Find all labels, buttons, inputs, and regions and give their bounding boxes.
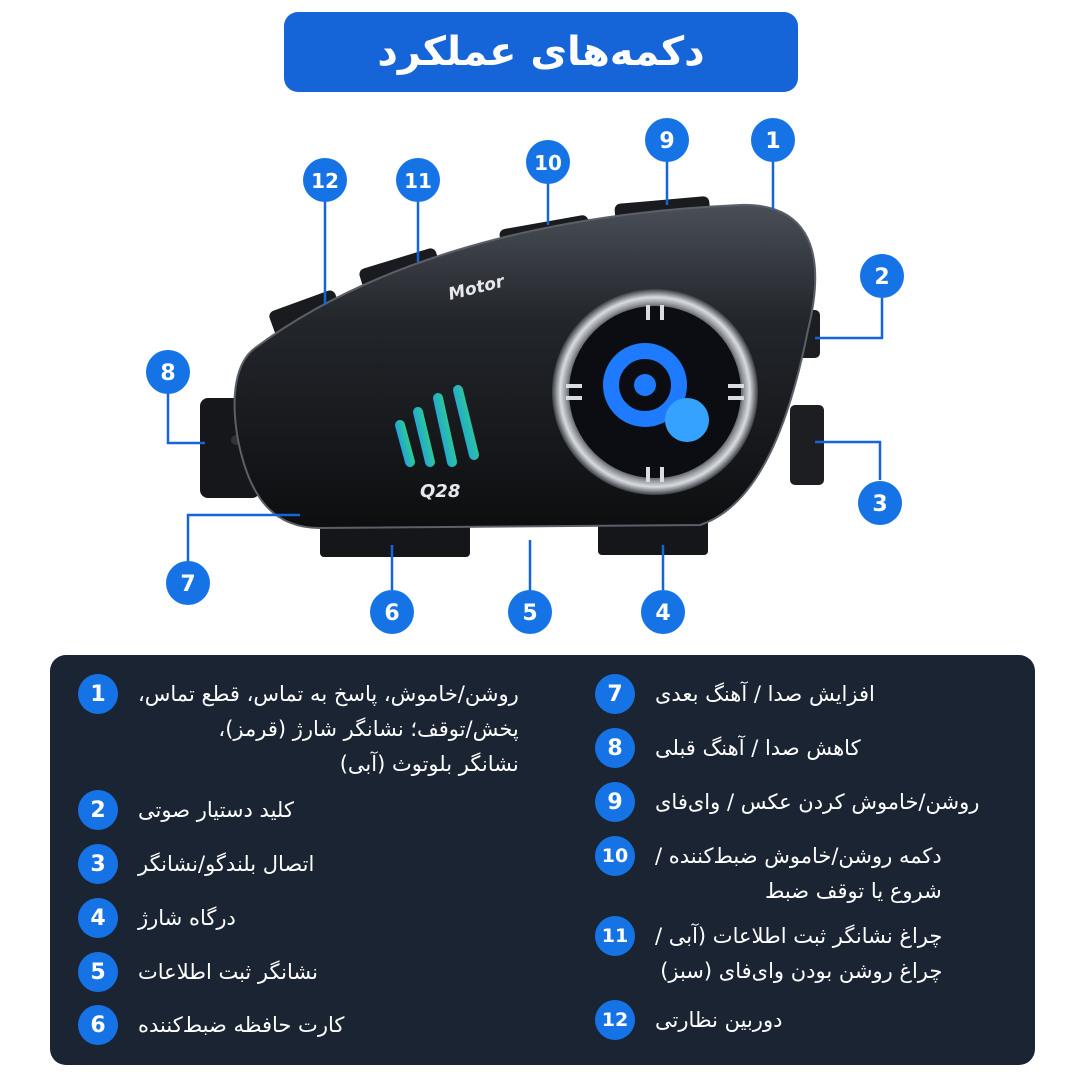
legend-item-8: 8 کاهش صدا / آهنگ قبلی bbox=[595, 728, 1025, 768]
legend-line: کاهش صدا / آهنگ قبلی bbox=[655, 736, 861, 760]
legend-item-6: 6 کارت حافظه ضبط‌کننده bbox=[78, 1005, 550, 1045]
callout-number-7: 7 bbox=[180, 572, 195, 597]
legend-badge-3: 3 bbox=[78, 844, 118, 884]
legend-badge-10: 10 bbox=[595, 836, 635, 876]
legend-item-10: 10 دکمه روشن/خاموش ضبط‌کننده / شروع یا توق… bbox=[595, 836, 1025, 909]
legend-item-1: 1 روشن/خاموش، پاسخ به تماس، قطع تماس، پخش/… bbox=[78, 674, 550, 782]
legend-line: پخش/توقف؛ نشانگر شارژ (قرمز)، bbox=[218, 717, 519, 741]
callout-number-6: 6 bbox=[384, 601, 399, 626]
callout-number-12: 12 bbox=[311, 169, 339, 193]
legend-badge-4: 4 bbox=[78, 898, 118, 938]
callout-circle-1 bbox=[751, 118, 795, 162]
legend-line: چراغ نشانگر ثبت اطلاعات (آبی / bbox=[655, 924, 943, 948]
callout-number-1: 1 bbox=[765, 129, 780, 154]
legend-text-2: کلید دستیار صوتی bbox=[138, 793, 294, 828]
legend-badge-1: 1 bbox=[78, 674, 118, 714]
legend-item-4: 4 درگاه شارژ bbox=[78, 898, 550, 938]
callout-number-9: 9 bbox=[659, 129, 674, 154]
legend-line: اتصال بلندگو/نشانگر bbox=[138, 852, 315, 876]
legend-item-7: 7 افزایش صدا / آهنگ بعدی bbox=[595, 674, 1025, 714]
legend-text-6: کارت حافظه ضبط‌کننده bbox=[138, 1008, 344, 1043]
legend-badge-12: 12 bbox=[595, 1000, 635, 1040]
leader-lines bbox=[166, 160, 884, 590]
legend-line: افزایش صدا / آهنگ بعدی bbox=[655, 682, 875, 706]
callout-circle-4 bbox=[641, 590, 685, 634]
callout-circle-6 bbox=[370, 590, 414, 634]
callout-number-8: 8 bbox=[160, 361, 175, 386]
legend-panel: 1 روشن/خاموش، پاسخ به تماس، قطع تماس، پخش/… bbox=[50, 655, 1035, 1065]
legend-text-7: افزایش صدا / آهنگ بعدی bbox=[655, 677, 875, 712]
legend-line: کارت حافظه ضبط‌کننده bbox=[138, 1013, 345, 1037]
legend-badge-9: 9 bbox=[595, 782, 635, 822]
callout-circle-10 bbox=[526, 140, 570, 184]
ring-markers bbox=[566, 305, 744, 482]
callout-circle-8 bbox=[146, 350, 190, 394]
speaker-connector bbox=[790, 405, 824, 485]
legend-text-10: دکمه روشن/خاموش ضبط‌کننده / شروع یا توقف … bbox=[655, 839, 942, 909]
legend-badge-8: 8 bbox=[595, 728, 635, 768]
callout-circle-12 bbox=[303, 158, 347, 202]
callout-circle-3 bbox=[858, 481, 902, 525]
callout-circle-7 bbox=[166, 561, 210, 605]
legend-badge-7: 7 bbox=[595, 674, 635, 714]
legend-badge-6: 6 bbox=[78, 1005, 118, 1045]
legend-item-5: 5 نشانگر ثبت اطلاعات bbox=[78, 952, 550, 992]
legend-badge-11: 11 bbox=[595, 916, 635, 956]
legend-item-11: 11 چراغ نشانگر ثبت اطلاعات (آبی / چراغ روش… bbox=[595, 916, 1025, 989]
callout-number-5: 5 bbox=[522, 601, 537, 626]
legend-line: چراغ روشن بودن وای‌فای (سبز) bbox=[660, 959, 943, 983]
legend-text-12: دوربین نظارتی bbox=[655, 1003, 782, 1038]
legend-item-3: 3 اتصال بلندگو/نشانگر bbox=[78, 844, 550, 884]
legend-text-5: نشانگر ثبت اطلاعات bbox=[138, 955, 318, 990]
legend-line: دوربین نظارتی bbox=[655, 1008, 783, 1032]
legend-item-2: 2 کلید دستیار صوتی bbox=[78, 790, 550, 830]
legend-item-9: 9 روشن/خاموش کردن عکس / وای‌فای bbox=[595, 782, 1025, 822]
legend-line: دکمه روشن/خاموش ضبط‌کننده / bbox=[655, 844, 942, 868]
legend-line: روشن/خاموش کردن عکس / وای‌فای bbox=[655, 790, 980, 814]
legend-text-8: کاهش صدا / آهنگ قبلی bbox=[655, 731, 861, 766]
legend-line: نشانگر بلوتوث (آبی) bbox=[339, 752, 519, 776]
legend-line: کلید دستیار صوتی bbox=[138, 798, 294, 822]
legend-item-12: 12 دوربین نظارتی bbox=[595, 1000, 1025, 1040]
legend-line: درگاه شارژ bbox=[138, 906, 236, 930]
callout-number-10: 10 bbox=[534, 151, 562, 175]
legend-line: شروع یا توقف ضبط bbox=[765, 879, 942, 903]
callout-circle-2 bbox=[860, 254, 904, 298]
legend-text-11: چراغ نشانگر ثبت اطلاعات (آبی / چراغ روشن … bbox=[655, 919, 942, 989]
legend-text-4: درگاه شارژ bbox=[138, 901, 236, 936]
callout-number-2: 2 bbox=[874, 265, 889, 290]
legend-text-3: اتصال بلندگو/نشانگر bbox=[138, 847, 314, 882]
status-light-bars bbox=[395, 385, 479, 467]
legend-badge-5: 5 bbox=[78, 952, 118, 992]
callout-circle-11 bbox=[396, 158, 440, 202]
callout-circle-9 bbox=[645, 118, 689, 162]
callout-number-11: 11 bbox=[404, 169, 432, 193]
callout-number-4: 4 bbox=[655, 601, 670, 626]
legend-line: روشن/خاموش، پاسخ به تماس، قطع تماس، bbox=[138, 682, 519, 706]
legend-text-9: روشن/خاموش کردن عکس / وای‌فای bbox=[655, 785, 979, 820]
callout-circle-5 bbox=[508, 590, 552, 634]
callout-number-3: 3 bbox=[872, 492, 887, 517]
legend-line: نشانگر ثبت اطلاعات bbox=[138, 960, 318, 984]
legend-badge-2: 2 bbox=[78, 790, 118, 830]
model-label: Q28 bbox=[420, 481, 460, 502]
page-title: دکمه‌های عملکرد bbox=[284, 12, 798, 92]
logo-icon bbox=[603, 343, 709, 442]
legend-text-1: روشن/خاموش، پاسخ به تماس، قطع تماس، پخش/ت… bbox=[138, 677, 519, 782]
